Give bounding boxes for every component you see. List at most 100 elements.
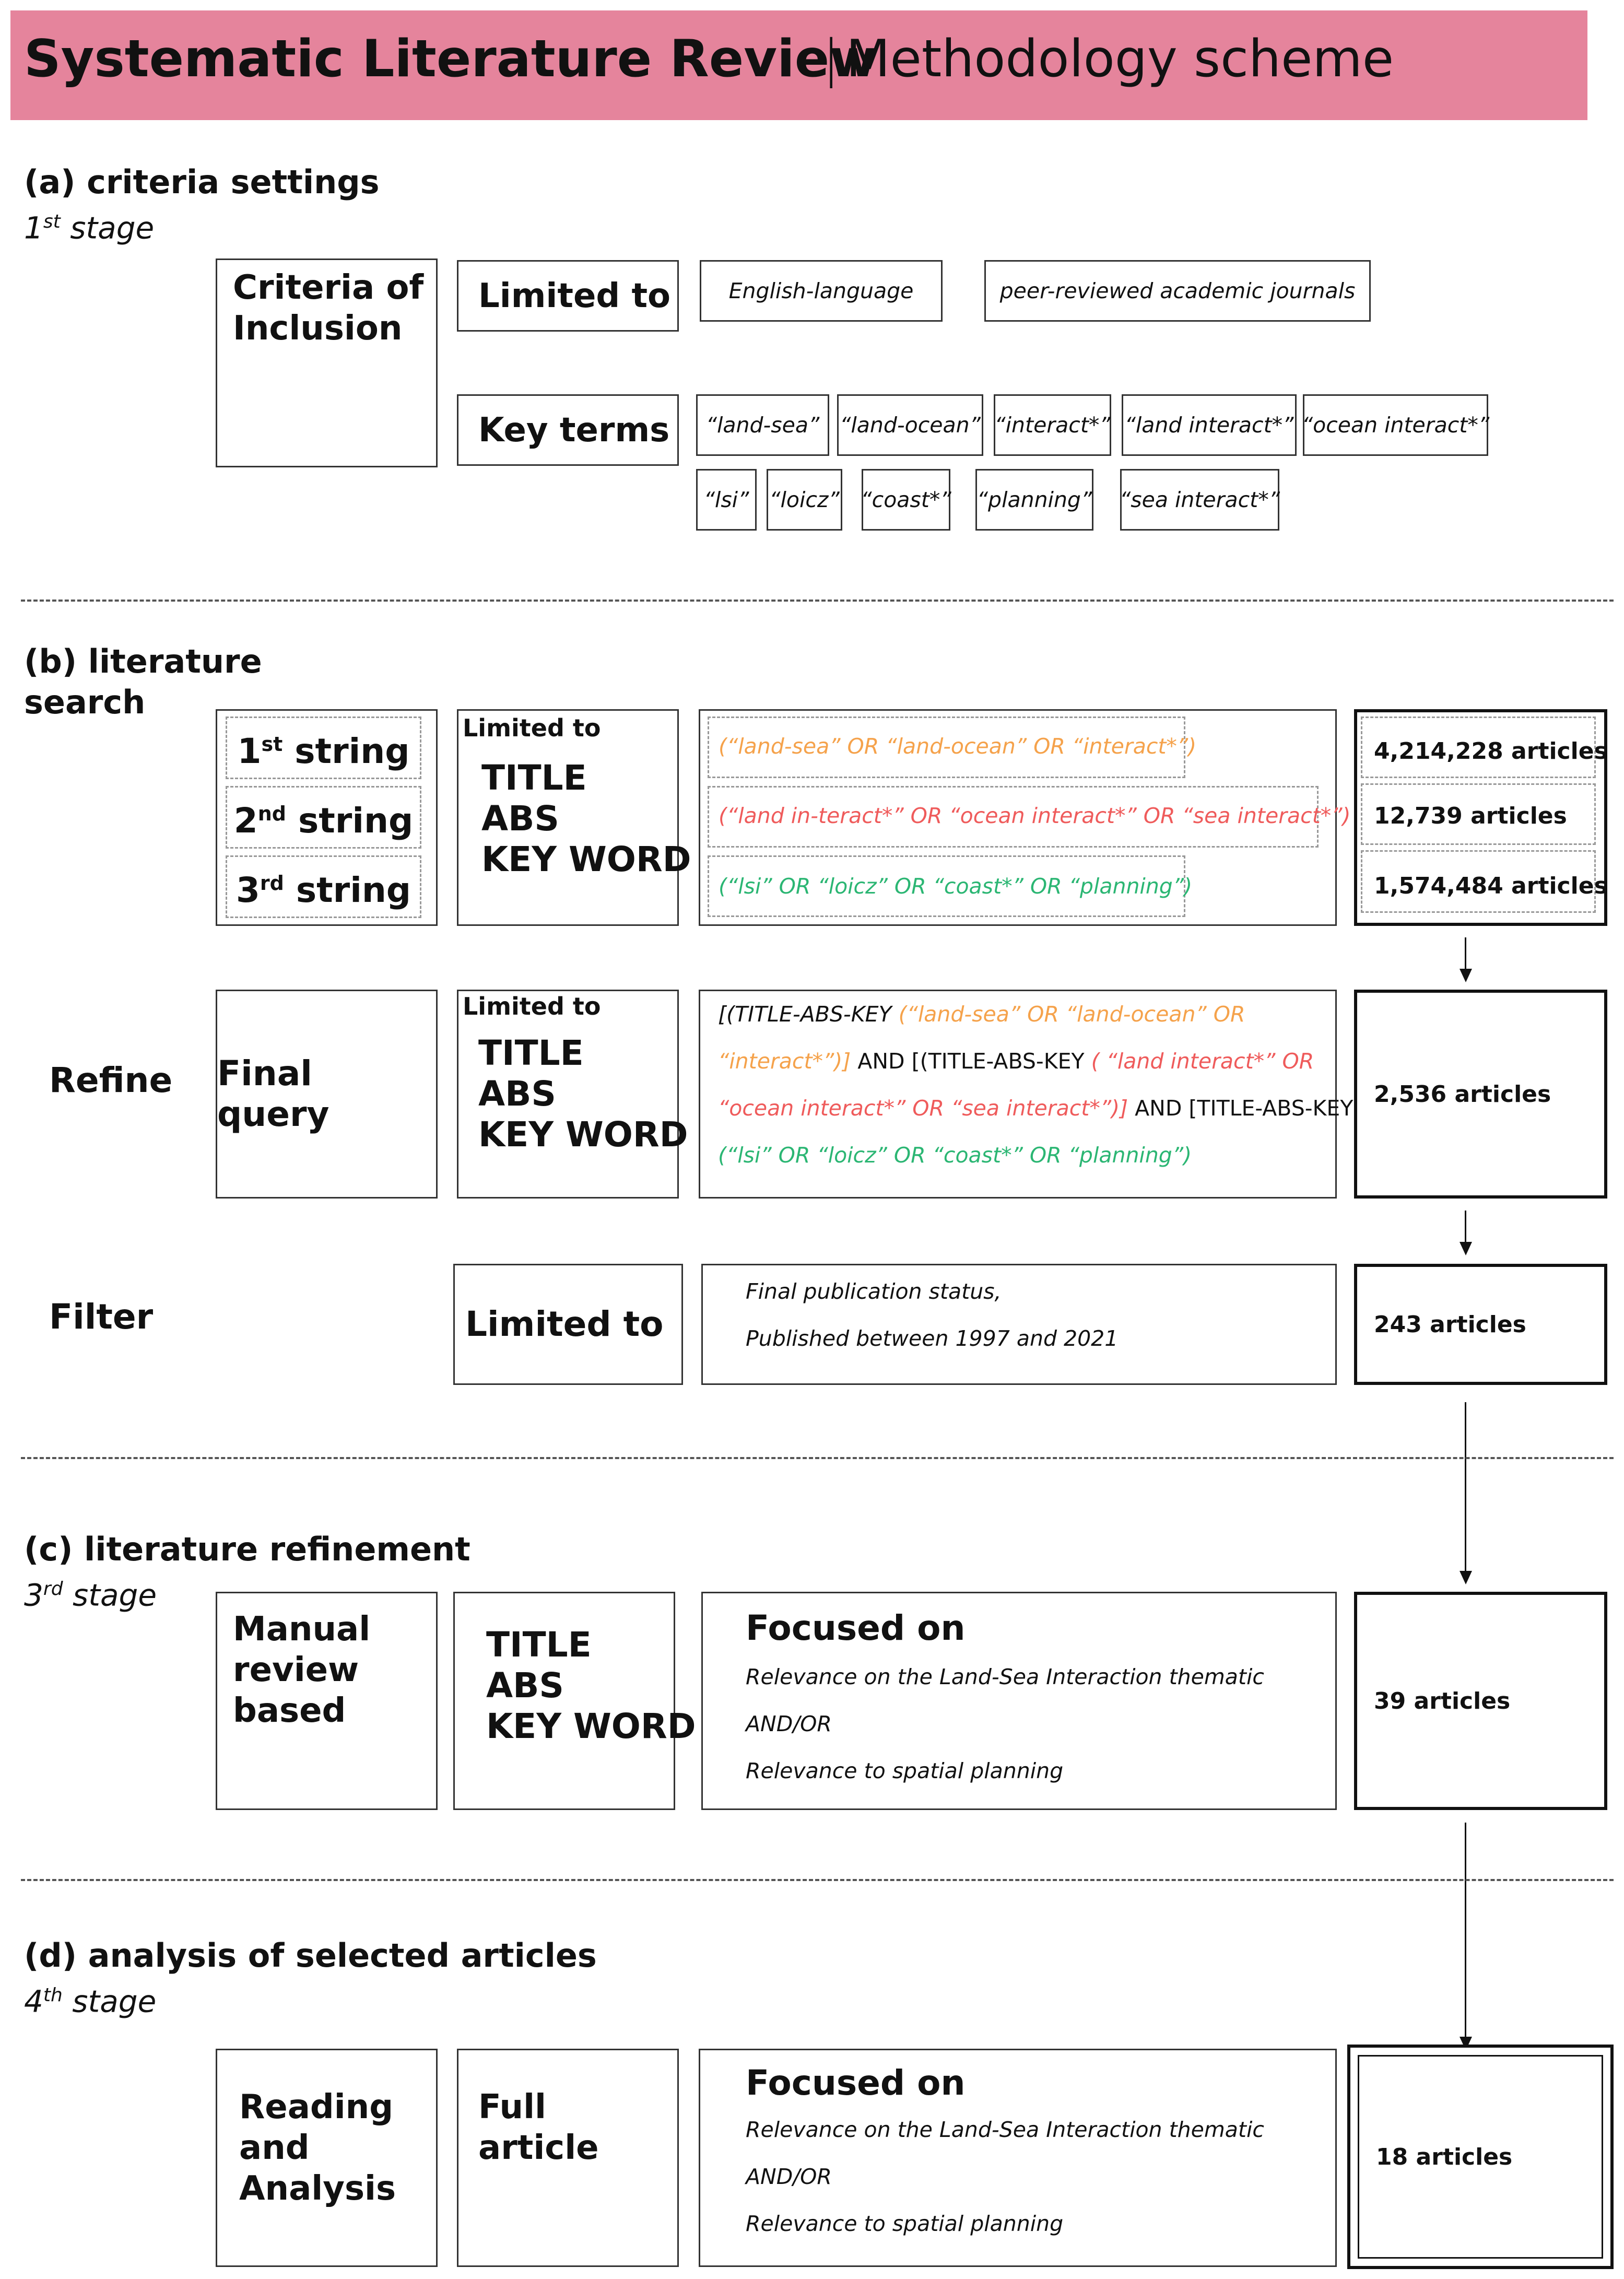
section-c-stage: 3rd stage — [24, 1577, 157, 1613]
key-terms-label: Key terms — [478, 410, 670, 450]
focus-line-1: Relevance on the Land-Sea Interaction th… — [746, 1664, 1264, 1689]
refinement-field-title: TITLE — [486, 1625, 592, 1665]
arrow-3-head — [1460, 1571, 1472, 1584]
analysis-focus-line-2: AND/OR — [746, 2164, 832, 2189]
final-query-label: Final query — [217, 1053, 329, 1134]
fields-box-refine: Limited to TITLE ABS KEY WORD — [457, 990, 688, 1199]
final-query-line-2: “interact*”)] AND [(TITLE-ABS-KEY ( “lan… — [718, 1049, 1314, 1074]
term-coast: “coast*” — [861, 469, 951, 531]
query-string-2: (“land in-teract*” OR “ocean interact*” … — [719, 803, 1351, 828]
count-1: 4,214,228 articles — [1374, 738, 1608, 765]
final-query-line-3: “ocean interact*” OR “sea interact*”)] A… — [718, 1096, 1354, 1121]
count-2: 12,739 articles — [1374, 803, 1567, 829]
section-c-heading: (c) literature refinement — [24, 1530, 470, 1568]
focus-box-analysis: Focused on Relevance on the Land-Sea Int… — [699, 2049, 1337, 2267]
section-a-heading: (a) criteria settings — [24, 163, 380, 201]
filter-line-2: Published between 1997 and 2021 — [746, 1326, 1119, 1351]
filter-limited-box: Limited to — [453, 1264, 683, 1385]
term-planning: “planning” — [975, 469, 1093, 531]
section-d-heading: (d) analysis of selected articles — [24, 1936, 597, 1975]
full-article-label: Full article — [478, 2088, 599, 2167]
fields-box-refinement: TITLE ABS KEY WORD — [453, 1592, 696, 1810]
focus-line-2: AND/OR — [746, 1711, 832, 1736]
focus-line-3: Relevance to spatial planning — [746, 1758, 1064, 1783]
query-string-2-frame: (“land in-teract*” OR “ocean interact*” … — [708, 786, 1351, 848]
analysis-count: 18 articles — [1376, 2143, 1513, 2170]
analysis-focused-on-title: Focused on — [746, 2063, 966, 2103]
final-query-line-4: (“lsi” OR “loicz” OR “coast*” OR “planni… — [718, 1143, 1192, 1168]
divider-ab — [21, 600, 1614, 602]
filter-limited-label: Limited to — [465, 1304, 664, 1344]
focus-box-refinement: Focused on Relevance on the Land-Sea Int… — [701, 1592, 1337, 1810]
arrow-1-head — [1460, 969, 1472, 982]
final-query-text-box: [(TITLE-ABS-KEY (“land-sea” OR “land-oce… — [699, 990, 1353, 1199]
limited-to-label: Limited to — [478, 276, 670, 315]
analysis-count-inner-box: 18 articles — [1358, 2055, 1603, 2259]
refine-field-keyword: KEY WORD — [478, 1114, 688, 1155]
criteria-label: Criteria of Inclusion — [233, 268, 424, 348]
final-query-line-1: [(TITLE-ABS-KEY (“land-sea” OR “land-oce… — [718, 1002, 1245, 1027]
refinement-field-abs: ABS — [486, 1665, 564, 1706]
term-interact: “interact*” — [994, 394, 1111, 456]
analysis-count-outer-box: 18 articles — [1347, 2045, 1614, 2269]
section-a-stage: 1st stage — [24, 210, 155, 246]
third-string: 3rd string — [226, 855, 421, 918]
refine-field-title: TITLE — [478, 1033, 584, 1073]
focused-on-title: Focused on — [746, 1608, 966, 1648]
arrow-2-line — [1465, 1211, 1466, 1244]
term-land-sea: “land-sea” — [696, 394, 829, 456]
limit-peer-reviewed: peer-reviewed academic journals — [984, 260, 1371, 322]
refine-count: 2,536 articles — [1374, 1080, 1551, 1108]
count-3: 1,574,484 articles — [1374, 873, 1608, 899]
count-1-frame: 4,214,228 articles — [1361, 716, 1608, 778]
arrow-4-line — [1465, 1823, 1466, 2039]
count-3-frame: 1,574,484 articles — [1361, 850, 1608, 913]
query-string-1-frame: (“land-sea” OR “land-ocean” OR “interact… — [708, 716, 1196, 778]
section-d-stage: 4th stage — [24, 1983, 157, 2019]
filter-line-1: Final publication status, — [746, 1279, 1002, 1304]
term-land-interact: “land interact*” — [1122, 394, 1297, 456]
full-article-box: Full article — [457, 2049, 679, 2267]
first-string: 1st string — [226, 716, 421, 779]
title-main: Systematic Literature Review — [24, 29, 877, 89]
count-2-frame: 12,739 articles — [1361, 783, 1596, 845]
arrow-2-head — [1460, 1242, 1472, 1255]
query-string-1: (“land-sea” OR “land-ocean” OR “interact… — [719, 734, 1197, 759]
field-title: TITLE — [481, 758, 587, 798]
filter-count-box: 243 articles — [1354, 1264, 1607, 1385]
term-loicz: “loicz” — [767, 469, 842, 531]
term-lsi: “lsi” — [696, 469, 757, 531]
reading-analysis-label: Reading and Analysis — [239, 2088, 396, 2208]
reading-analysis-box: Reading and Analysis — [216, 2049, 438, 2267]
refinement-count: 39 articles — [1374, 1687, 1511, 1714]
divider-bc — [21, 1457, 1614, 1459]
strings-box — [216, 709, 438, 926]
term-ocean-interact: “ocean interact*” — [1302, 394, 1489, 456]
field-keyword: KEY WORD — [481, 839, 691, 879]
key-terms-box: Key terms — [457, 394, 679, 466]
refine-field-abs: ABS — [478, 1074, 556, 1114]
refine-count-box: 2,536 articles — [1354, 990, 1607, 1199]
final-query-box: Final query — [216, 990, 438, 1199]
divider-cd — [21, 1879, 1614, 1881]
title-separator: | — [822, 29, 840, 89]
limited-to-box: Limited to — [457, 260, 679, 332]
term-sea-interact: “sea interact*” — [1120, 469, 1280, 531]
filter-label: Filter — [49, 1297, 154, 1337]
limit-english: English-language — [700, 260, 943, 322]
query-string-3-frame: (“lsi” OR “loicz” OR “coast*” OR “planni… — [708, 855, 1192, 917]
arrow-1-line — [1465, 937, 1466, 971]
filter-criteria-box: Final publication status, Published betw… — [701, 1264, 1337, 1385]
limited-to-small-refine: Limited to — [463, 992, 601, 1020]
title-bar: Systematic Literature Review | Methodolo… — [10, 10, 1587, 120]
title-sub: Methodology scheme — [846, 29, 1394, 89]
manual-review-box: Manual review based — [216, 1592, 438, 1810]
limited-to-small: Limited to — [463, 714, 601, 742]
refinement-count-box: 39 articles — [1354, 1592, 1607, 1810]
analysis-focus-line-1: Relevance on the Land-Sea Interaction th… — [746, 2117, 1264, 2142]
counts-box-search — [1354, 709, 1607, 926]
filter-count: 243 articles — [1374, 1311, 1526, 1338]
field-abs: ABS — [481, 798, 559, 839]
section-b-heading-line1: (b) literature — [24, 642, 262, 680]
criteria-of-inclusion-box: Criteria of Inclusion — [216, 259, 438, 467]
